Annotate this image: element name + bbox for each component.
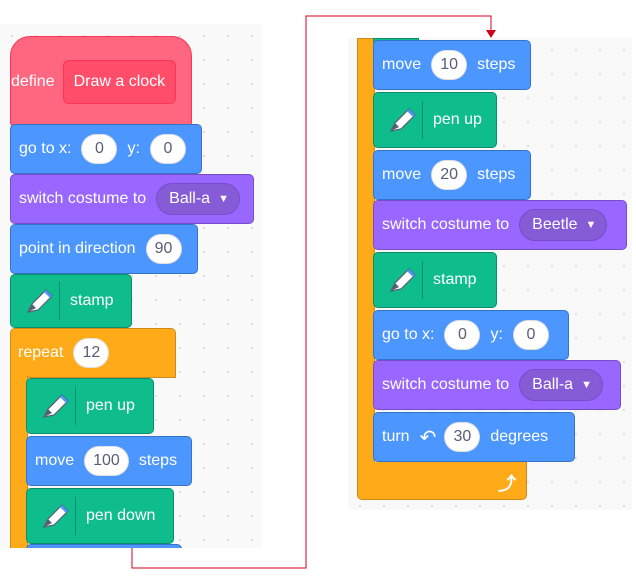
stamp-label: stamp xyxy=(70,292,114,309)
steps-input[interactable]: 20 xyxy=(431,160,468,190)
goto-xy-block[interactable]: go to x: 0 y: 0 xyxy=(10,124,202,174)
switch-costume-block[interactable]: switch costume to Ball-a ▼ xyxy=(373,360,621,410)
switch-costume-label: switch costume to xyxy=(382,216,510,233)
pen-up-block[interactable]: pen up xyxy=(373,92,497,148)
pen-down-block[interactable]: pen down xyxy=(26,488,174,544)
point-direction-block[interactable]: point in direction 90 xyxy=(10,224,198,274)
move-label: move xyxy=(35,452,75,469)
dropdown-caret-icon: ▼ xyxy=(581,379,592,391)
switch-costume-block[interactable]: switch costume to Ball-a ▼ xyxy=(10,174,254,224)
costume-dropdown[interactable]: Ball-a ▼ xyxy=(519,369,603,401)
move-steps-block[interactable]: move 20 steps xyxy=(373,150,531,200)
define-block[interactable]: define Draw a clock xyxy=(10,36,192,128)
repeat-label: repeat xyxy=(18,344,64,361)
costume-value: Ball-a xyxy=(532,376,574,393)
script-area-right[interactable]: ⤴ move 10 steps pen up move 20 steps swi… xyxy=(348,38,632,510)
pen-up-label: pen up xyxy=(433,111,482,128)
pen-icon xyxy=(35,497,76,535)
goto-x-label: go to x: xyxy=(382,326,435,343)
move-label: move xyxy=(382,56,422,73)
goto-x-label: go to x: xyxy=(19,140,72,157)
stamp-label: stamp xyxy=(433,271,477,288)
direction-input[interactable]: 90 xyxy=(145,234,182,264)
x-input[interactable]: 0 xyxy=(444,320,481,350)
pen-icon xyxy=(19,282,60,320)
move-steps-block[interactable]: move 100 steps xyxy=(26,436,192,486)
move-steps-block[interactable]: move 10 steps xyxy=(373,40,531,90)
move-label: move xyxy=(382,166,422,183)
steps-unit: steps xyxy=(138,452,178,469)
costume-dropdown[interactable]: Ball-a ▼ xyxy=(156,183,240,215)
dropdown-caret-icon: ▼ xyxy=(218,193,229,205)
y-input[interactable]: 0 xyxy=(512,320,549,350)
degrees-input[interactable]: 30 xyxy=(444,422,481,452)
goto-y-label: y: xyxy=(490,326,503,343)
steps-unit: steps xyxy=(477,166,516,183)
repeat-header: repeat 12 xyxy=(18,338,113,368)
dropdown-caret-icon: ▼ xyxy=(585,219,597,231)
point-direction-label: point in direction xyxy=(19,240,136,257)
pen-down-label: pen down xyxy=(86,507,156,524)
switch-costume-label: switch costume to xyxy=(382,376,510,393)
pen-icon xyxy=(35,387,76,425)
procedure-name-label: Draw a clock xyxy=(73,73,166,90)
define-keyword: define xyxy=(11,73,55,90)
costume-dropdown[interactable]: Beetle ▼ xyxy=(519,209,608,241)
pen-icon xyxy=(382,261,423,299)
turn-label: turn xyxy=(382,428,410,445)
repeat-block-arm xyxy=(357,38,375,464)
degrees-unit: degrees xyxy=(490,428,549,445)
costume-value: Beetle xyxy=(532,216,578,233)
loop-arrow-icon: ⤴ xyxy=(498,474,516,494)
costume-value: Ball-a xyxy=(169,190,211,207)
repeat-count-input[interactable]: 12 xyxy=(73,338,110,368)
stamp-block[interactable]: stamp xyxy=(373,252,497,308)
procedure-name[interactable]: Draw a clock xyxy=(62,60,177,104)
pen-up-label: pen up xyxy=(86,397,135,414)
cut-off-block xyxy=(26,544,182,548)
goto-xy-block[interactable]: go to x: 0 y: 0 xyxy=(373,310,569,360)
stamp-block[interactable]: stamp xyxy=(10,274,132,328)
y-input[interactable]: 0 xyxy=(149,134,186,164)
steps-unit: steps xyxy=(477,56,516,73)
script-area-left[interactable]: define Draw a clock go to x: 0 y: 0 swit… xyxy=(0,24,262,548)
steps-input[interactable]: 10 xyxy=(431,50,468,80)
steps-input[interactable]: 100 xyxy=(84,446,129,476)
repeat-block-bottom xyxy=(357,462,527,500)
x-input[interactable]: 0 xyxy=(81,134,118,164)
pen-up-block[interactable]: pen up xyxy=(26,378,154,434)
turn-degrees-block[interactable]: turn ↶ 30 degrees xyxy=(373,412,575,462)
turn-left-icon: ↶ xyxy=(419,426,437,449)
switch-costume-label: switch costume to xyxy=(19,190,147,207)
pen-icon xyxy=(382,101,423,139)
switch-costume-block[interactable]: switch costume to Beetle ▼ xyxy=(373,200,627,250)
goto-y-label: y: xyxy=(127,140,140,157)
